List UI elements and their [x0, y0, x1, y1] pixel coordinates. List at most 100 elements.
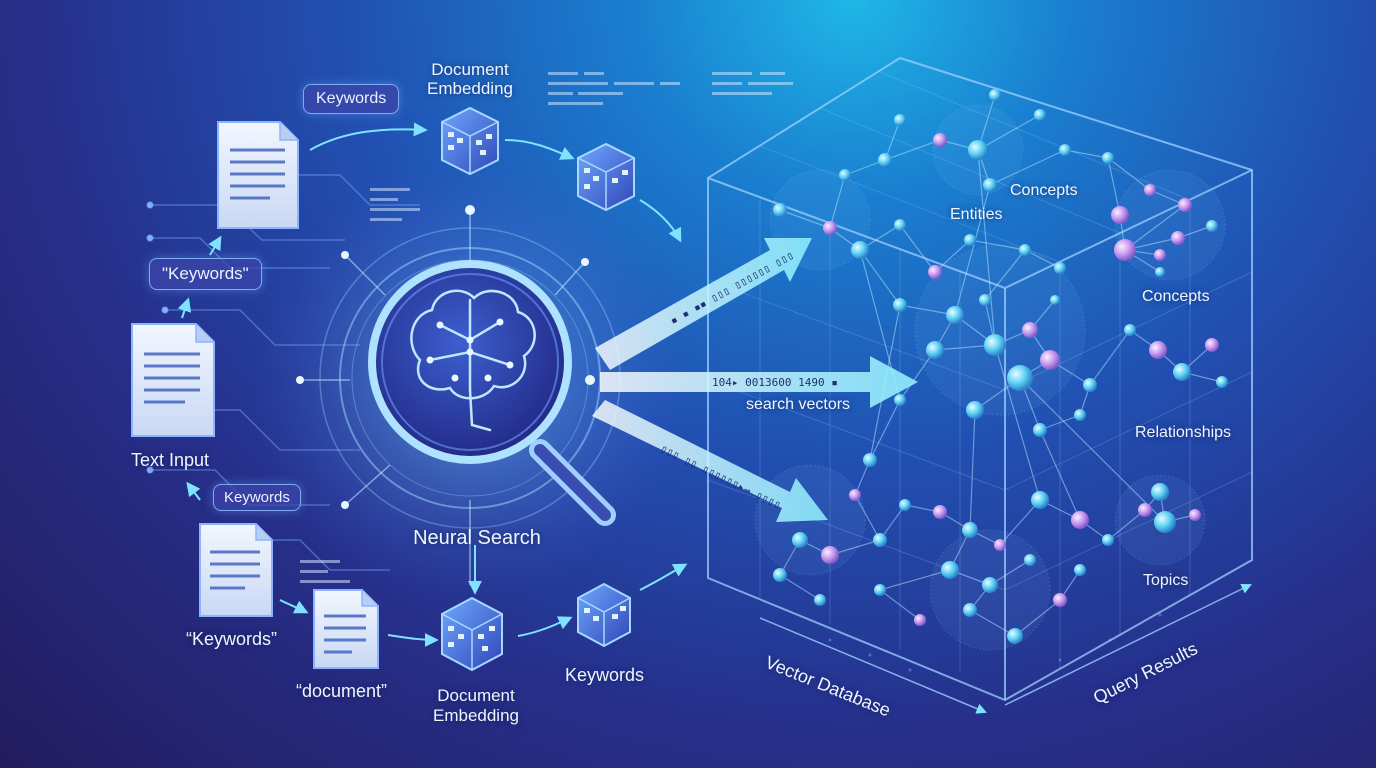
network-node-icon — [979, 294, 991, 306]
network-edge — [1107, 157, 1121, 216]
network-edge — [1089, 329, 1131, 386]
cluster-halo — [914, 244, 1086, 416]
network-node-icon — [863, 453, 877, 467]
network-node-icon — [1178, 198, 1192, 212]
document-icon-lower — [199, 523, 273, 617]
network-node-icon — [983, 178, 997, 192]
network-node-icon — [1154, 249, 1166, 261]
network-node-icon — [773, 568, 787, 582]
document-icon-middle — [131, 323, 215, 437]
network-edge — [879, 504, 906, 541]
network-edge — [1019, 377, 1166, 523]
network-node-icon — [1206, 220, 1218, 232]
network-node-icon — [894, 394, 906, 406]
network-node-icon — [1216, 376, 1228, 388]
network-node-icon — [1114, 239, 1136, 261]
concepts-label-2: Concepts — [1142, 288, 1210, 305]
neural-search-label: Neural Search — [413, 527, 541, 549]
network-edge — [869, 399, 901, 461]
doc-embedding-label-top: Document Embedding — [426, 60, 514, 98]
network-edge — [1039, 429, 1081, 521]
network-node-icon — [982, 577, 998, 593]
keywords-curly-label: “Keywords” — [186, 629, 278, 649]
spoke-dots — [296, 205, 595, 509]
network-edge — [984, 249, 1026, 301]
network-node-icon — [1149, 341, 1167, 359]
network-node-icon — [1171, 231, 1185, 245]
network-node-icon — [1007, 365, 1033, 391]
network-edge — [854, 494, 881, 541]
network-edge — [934, 239, 971, 273]
network-node-icon — [1083, 378, 1097, 392]
keywords-quoted-bubble: "Keywords" — [149, 258, 262, 290]
network-node-icon — [849, 489, 861, 501]
beam-middle-arrow-icon — [600, 356, 918, 408]
network-edge — [954, 184, 991, 316]
network-node-icon — [1074, 409, 1086, 421]
network-node-icon — [1151, 483, 1169, 501]
floor-dots — [828, 613, 1162, 672]
network-edge — [977, 114, 1041, 151]
entities-label: Entities — [950, 206, 1003, 223]
network-node-icon — [893, 298, 907, 312]
network-node-icon — [851, 241, 869, 259]
network-node-icon — [933, 505, 947, 519]
network-edge — [969, 409, 976, 531]
search-beams — [592, 238, 918, 522]
network-node-icon — [1022, 322, 1038, 338]
embedding-cube-icon-3 — [441, 596, 503, 672]
network-node-icon — [933, 133, 947, 147]
network-node-icon — [1102, 152, 1114, 164]
concepts-label-1: Concepts — [1010, 182, 1078, 199]
network-node-icon — [1102, 534, 1114, 546]
network-node-icon — [878, 153, 892, 167]
network-edge — [899, 304, 956, 316]
document-quoted-label: “document” — [296, 681, 388, 701]
network-edge — [1107, 509, 1146, 541]
vector-database-box — [707, 56, 1253, 702]
network-edge — [977, 149, 996, 346]
network-node-icon — [792, 532, 808, 548]
network-node-icon — [1053, 593, 1067, 607]
network-node-icon — [1173, 363, 1191, 381]
embedding-cube-icon-4 — [577, 582, 631, 648]
network-node-icon — [989, 89, 1001, 101]
network-graph — [754, 89, 1228, 651]
network-edge — [779, 574, 821, 601]
network-edge — [989, 149, 1066, 186]
network-edge — [884, 139, 941, 161]
network-node-icon — [984, 334, 1006, 356]
network-node-icon — [941, 561, 959, 579]
network-edge — [999, 499, 1041, 546]
document-icon-bottom — [313, 589, 379, 669]
network-node-icon — [1074, 564, 1086, 576]
network-node-icon — [1111, 206, 1129, 224]
keywords-bubble-lower: Keywords — [213, 484, 301, 511]
network-node-icon — [1034, 109, 1046, 121]
document-icon-top — [217, 121, 299, 229]
network-node-icon — [1071, 511, 1089, 529]
connector-arrows — [177, 122, 688, 647]
network-node-icon — [1033, 423, 1047, 437]
network-node-icon — [873, 533, 887, 547]
network-edge — [1124, 204, 1186, 251]
network-edge — [969, 609, 1016, 637]
network-node-icon — [814, 594, 826, 606]
network-node-icon — [994, 539, 1006, 551]
network-edge — [779, 209, 831, 229]
network-node-icon — [894, 114, 906, 126]
embedding-cube-icon-2 — [577, 142, 635, 212]
network-node-icon — [823, 221, 837, 235]
network-node-icon — [874, 584, 886, 596]
network-node-icon — [928, 265, 942, 279]
beam-upper-arrow-icon — [595, 238, 812, 370]
network-node-icon — [926, 341, 944, 359]
network-edge — [879, 569, 951, 591]
network-node-icon — [1155, 267, 1165, 277]
network-node-icon — [1031, 491, 1049, 509]
network-node-icon — [1124, 324, 1136, 336]
network-node-icon — [894, 219, 906, 231]
network-edge — [994, 344, 1041, 501]
network-edge — [1064, 149, 1109, 159]
network-node-icon — [899, 499, 911, 511]
